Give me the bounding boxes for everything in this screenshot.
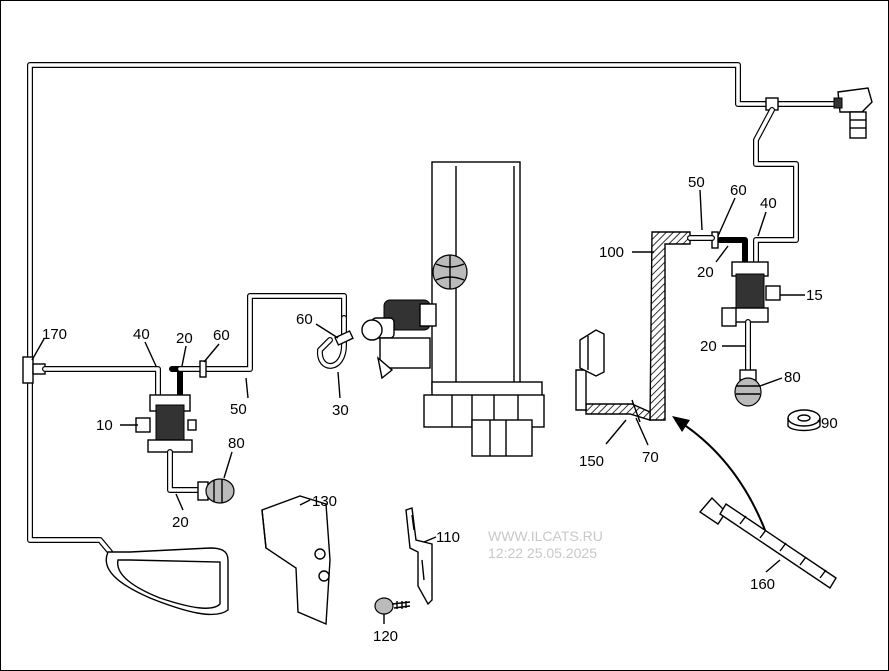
cable-tie-160 xyxy=(698,496,837,589)
hose-30 xyxy=(316,315,354,369)
switchover-valve-15 xyxy=(721,261,781,375)
callout-40: 40 xyxy=(760,195,777,212)
vacuum-connector-top-right xyxy=(765,87,873,139)
callout-labels: 170 40 20 60 10 80 20 50 60 30 130 110 1… xyxy=(42,174,838,645)
callout-110: 110 xyxy=(436,529,460,546)
callout-120: 120 xyxy=(373,628,398,645)
callout-50: 50 xyxy=(230,401,247,418)
callout-80: 80 xyxy=(228,435,245,452)
callout-100: 100 xyxy=(599,244,624,261)
callout-90: 90 xyxy=(821,415,838,432)
leader-lines xyxy=(31,189,821,624)
watermark-stamp: 12:22 25.05.2025 xyxy=(488,545,597,561)
callout-20: 20 xyxy=(172,514,189,531)
callout-80: 80 xyxy=(784,369,801,386)
callout-130: 130 xyxy=(312,493,337,510)
callout-60: 60 xyxy=(730,182,747,199)
callout-70: 70 xyxy=(642,449,659,466)
callout-20: 20 xyxy=(700,338,717,355)
ring-90 xyxy=(787,409,821,432)
callout-160: 160 xyxy=(750,576,775,593)
vacuum-actuator xyxy=(361,299,437,380)
watermark: WWW.ILCATS.RU 12:22 25.05.2025 xyxy=(488,528,603,561)
vacuum-line-main xyxy=(27,62,775,555)
callout-40: 40 xyxy=(133,326,150,343)
watermark-site: WWW.ILCATS.RU xyxy=(488,528,603,544)
callout-20: 20 xyxy=(176,330,193,347)
assembly-arrow xyxy=(672,416,766,531)
callout-30: 30 xyxy=(332,402,349,419)
screw-120 xyxy=(374,597,411,615)
callout-50: 50 xyxy=(688,174,705,191)
callout-150: 150 xyxy=(579,453,604,470)
check-valve-80-right xyxy=(734,369,762,407)
engine-component xyxy=(423,161,545,457)
bracket-150 xyxy=(575,329,651,423)
callout-60: 60 xyxy=(296,311,313,328)
vacuum-line-right xyxy=(711,107,799,265)
vacuum-reservoir xyxy=(105,547,229,616)
switchover-valve-10 xyxy=(135,394,203,493)
t-piece-170 xyxy=(22,356,46,384)
vacuum-line-left xyxy=(42,293,347,398)
cover-130 xyxy=(261,495,331,626)
callout-170: 170 xyxy=(42,326,67,343)
callout-15: 15 xyxy=(806,287,823,304)
callout-20: 20 xyxy=(697,264,714,281)
bracket-110 xyxy=(405,507,433,606)
callout-10: 10 xyxy=(96,417,113,434)
check-valve-80-left xyxy=(197,478,235,504)
pipe-100 xyxy=(649,231,715,421)
callout-60: 60 xyxy=(213,327,230,344)
